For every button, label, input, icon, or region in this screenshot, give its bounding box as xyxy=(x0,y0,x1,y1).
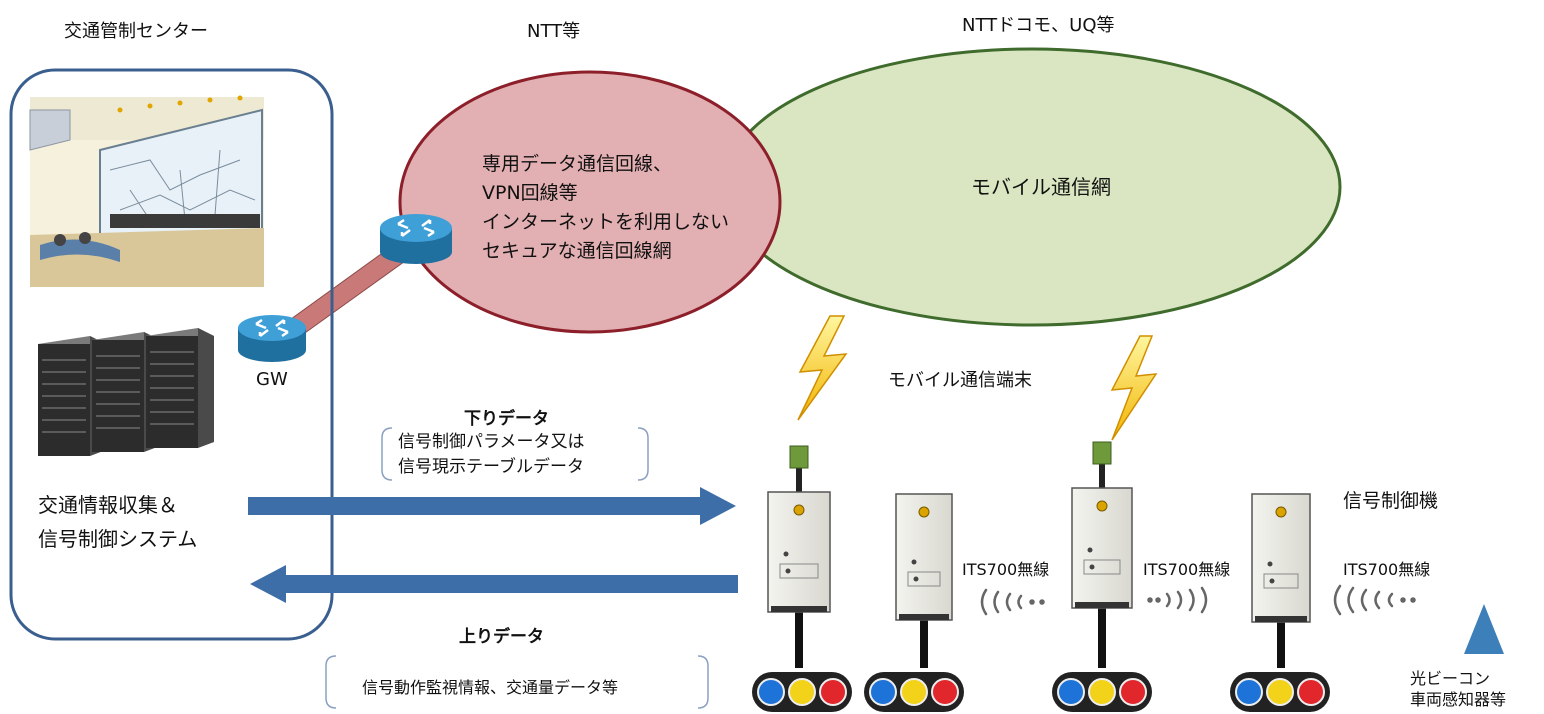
down-data-bracket-left xyxy=(381,427,393,481)
system-name-1: 交通情報収集＆ xyxy=(38,493,178,517)
lightning-bolt-icon-1 xyxy=(797,315,848,421)
signal-controller-3 xyxy=(1052,441,1152,712)
dedicated-line-cloud xyxy=(398,70,782,334)
dedicated-line-text-4: セキュアな通信回線網 xyxy=(482,240,672,262)
signal-controller-2 xyxy=(864,493,964,712)
up-data-bracket-left xyxy=(325,655,337,709)
its-radio-label-2: ITS700無線 xyxy=(1143,560,1231,579)
beacon-label: 光ビーコン 車両感知器等 xyxy=(1410,668,1506,710)
its-radio-label-1: ITS700無線 xyxy=(962,560,1050,579)
down-data-body-2: 信号現示テーブルデータ xyxy=(398,457,584,477)
traffic-center-box xyxy=(9,68,334,641)
radio-wave-1 xyxy=(980,588,1045,616)
gw-label: GW xyxy=(256,369,288,390)
mobile-terminal-label: モバイル通信端末 xyxy=(888,370,1032,391)
beacon-label-1: 光ビーコン xyxy=(1410,669,1491,688)
down-data-body-1: 信号制御パラメータ又は xyxy=(398,432,585,452)
down-data-title: 下りデータ xyxy=(464,409,549,429)
beacon-label-2: 車両感知器等 xyxy=(1410,690,1507,709)
radio-wave-3 xyxy=(1333,584,1416,616)
router-ntt-icon xyxy=(380,214,452,264)
signal-controller-label: 信号制御機 xyxy=(1343,490,1439,512)
center-title: 交通管制センター xyxy=(64,21,208,42)
dedicated-line-text-1: 専用データ通信回線、 xyxy=(482,153,673,175)
up-data-arrow xyxy=(250,565,738,603)
down-data-bracket-right xyxy=(637,427,649,481)
radio-wave-2 xyxy=(1147,586,1208,614)
signal-controller-1-antenna xyxy=(789,445,809,469)
dedicated-line-text-3: インターネットを利用しない xyxy=(482,211,730,233)
down-data-arrow xyxy=(248,487,736,525)
server-racks xyxy=(38,328,214,456)
dedicated-line-text-2: VPN回線等 xyxy=(482,182,578,204)
up-data-bracket-right xyxy=(697,655,709,709)
mobile-carrier-title: NTTドコモ、UQ等 xyxy=(962,15,1115,36)
its-radio-label-3: ITS700無線 xyxy=(1343,560,1431,579)
signal-controller-1 xyxy=(752,445,852,712)
up-data-title: 上りデータ xyxy=(459,627,544,647)
system-name-2: 信号制御システム xyxy=(38,527,198,551)
mobile-network-label: モバイル通信網 xyxy=(971,175,1111,199)
ntt-title: NTT等 xyxy=(527,21,581,42)
control-room-illustration xyxy=(29,95,264,287)
signal-controller-3-antenna xyxy=(1092,441,1112,465)
router-gw-icon xyxy=(238,315,306,362)
dedicated-line-text: 専用データ通信回線、 VPN回線等 インターネットを利用しない セキュアな通信回… xyxy=(482,150,729,266)
lightning-bolt-icon-2 xyxy=(1110,335,1158,441)
down-data-body: 信号制御パラメータ又は 信号現示テーブルデータ xyxy=(398,430,585,480)
beacon-icon xyxy=(1464,604,1504,654)
system-name: 交通情報収集＆ 信号制御システム xyxy=(38,488,197,556)
signal-controller-4 xyxy=(1230,493,1330,712)
up-data-body: 信号動作監視情報、交通量データ等 xyxy=(362,678,619,697)
